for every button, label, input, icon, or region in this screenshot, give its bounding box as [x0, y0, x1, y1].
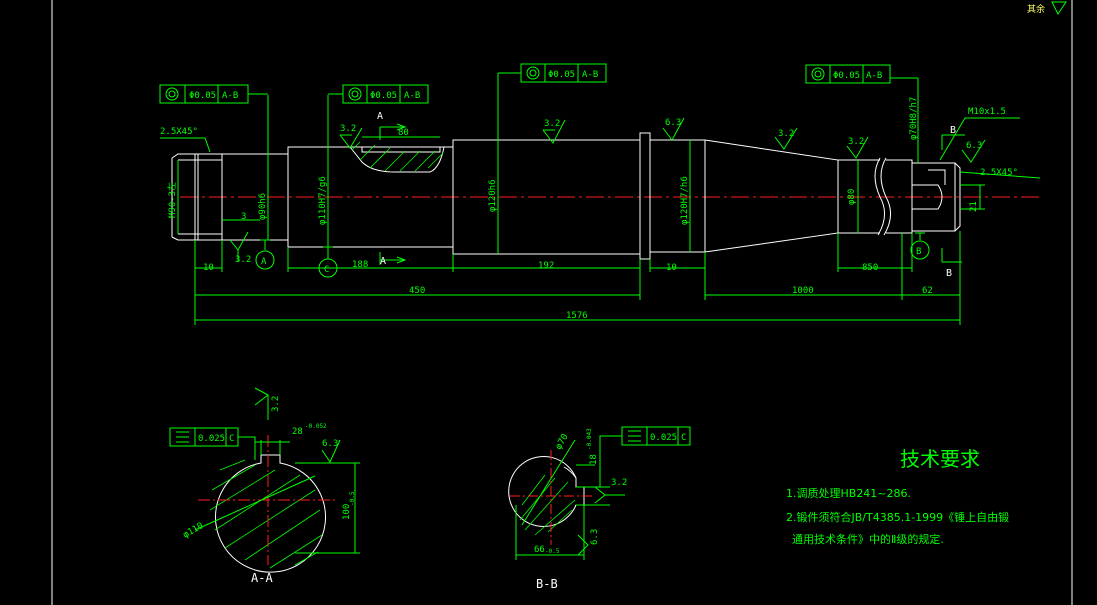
tech-title: 技术要求 — [900, 447, 980, 471]
dim-80: 80 — [398, 128, 409, 138]
fcf6-ref: C — [681, 433, 686, 443]
rough-1: 3.2 — [340, 124, 356, 134]
phi80: φ80 — [847, 189, 857, 205]
datum-a: A — [261, 257, 267, 267]
section-mark-b1: B — [950, 125, 956, 136]
keyway-a — [349, 141, 445, 173]
fcf5-ref: C — [229, 434, 234, 444]
dim-188: 188 — [352, 260, 368, 270]
aa-depth-tol: -0.5 — [349, 491, 356, 506]
rough-5: 3.2 — [848, 137, 864, 147]
aa-width-tol: -0.052 — [305, 423, 327, 430]
phi120b: φ120H7/h6 — [680, 176, 690, 225]
rough-6: 3.2 — [235, 255, 251, 265]
corner-roughness-symbol — [1051, 1, 1067, 15]
section-bb — [508, 439, 610, 560]
shaft-outline — [171, 132, 961, 260]
bb-depth-tol: -0.5 — [545, 548, 560, 555]
datum-b: B — [916, 247, 921, 257]
phi90: φ90h6 — [258, 193, 268, 220]
dim-21: 21 — [969, 201, 979, 212]
dim-10a: 10 — [203, 263, 214, 273]
bb-depth: 66 — [534, 545, 545, 555]
dimension-lines — [160, 73, 1041, 325]
aa-width: 28 — [292, 427, 303, 437]
dim-1576: 1576 — [566, 311, 588, 321]
fcf1-tol: Φ0.05 — [189, 91, 216, 101]
phi110: φ110H7/g6 — [318, 176, 328, 225]
datum-c: C — [324, 265, 329, 275]
roughness-symbols — [229, 117, 986, 556]
fcf-group — [159, 63, 891, 465]
bb-width-tol: -0.043 — [586, 428, 593, 450]
section-mark-a2: A — [380, 256, 386, 267]
section-aa — [194, 435, 360, 573]
dim-1000: 1000 — [792, 286, 814, 296]
fcf4-tol: Φ0.05 — [833, 71, 860, 81]
bb-width: 18 — [589, 454, 599, 465]
datum-symbols — [255, 232, 930, 278]
aa-depth: 100 — [342, 504, 352, 520]
bb-dia: φ70 — [554, 432, 571, 451]
dim-62: 62 — [922, 286, 933, 296]
fcf3-ref: A-B — [582, 70, 598, 80]
dim-192: 192 — [538, 261, 554, 271]
tech-line2: 2.锻件须符合JB/T4385.1-1999《锤上自由锻 — [786, 510, 1009, 524]
fcf3-tol: Φ0.05 — [548, 70, 575, 80]
fcf2-tol: Φ0.05 — [370, 91, 397, 101]
aa-dia: φ110 — [182, 521, 206, 541]
rough-3: 3.2 — [778, 129, 794, 139]
fcf4-ref: A-B — [866, 71, 882, 81]
fcf2-ref: A-B — [404, 91, 420, 101]
fcf6-tol: 0.025 — [650, 433, 677, 443]
section-mark-b2: B — [946, 268, 952, 279]
bb-label: B-B — [536, 577, 558, 591]
thread-right: M10x1.5 — [968, 107, 1006, 117]
phi70: φ70H8/h7 — [909, 97, 919, 140]
rough-7: 6.3 — [966, 141, 982, 151]
section-mark-a1: A — [377, 111, 383, 122]
dim-450: 450 — [409, 286, 425, 296]
rough-8: 3.2 — [271, 396, 281, 412]
dim-850: 850 — [862, 263, 878, 273]
dim-3: 3 — [241, 212, 246, 222]
thread-left: M90-3左 — [166, 182, 178, 218]
fcf1-ref: A-B — [222, 91, 238, 101]
aa-label: A-A — [251, 571, 273, 585]
rough-2: 3.2 — [544, 119, 560, 129]
chamfer-right: 2.5X45° — [980, 168, 1018, 178]
rough-10: 6.3 — [322, 439, 338, 449]
dim-10b: 10 — [666, 263, 677, 273]
corner-note: 其余 — [1027, 3, 1045, 15]
rough-9: 3.2 — [611, 478, 627, 488]
tech-line3: 通用技术条件》中的Ⅱ级的规定. — [792, 532, 944, 546]
fcf5-tol: 0.025 — [198, 434, 225, 444]
phi120a: φ120h6 — [488, 179, 498, 212]
rough-12: 6.3 — [590, 529, 600, 545]
rough-4: 6.3 — [665, 118, 681, 128]
tech-line1: 1.调质处理HB241~286. — [786, 487, 911, 500]
chamfer-left: 2.5X45° — [160, 127, 198, 137]
